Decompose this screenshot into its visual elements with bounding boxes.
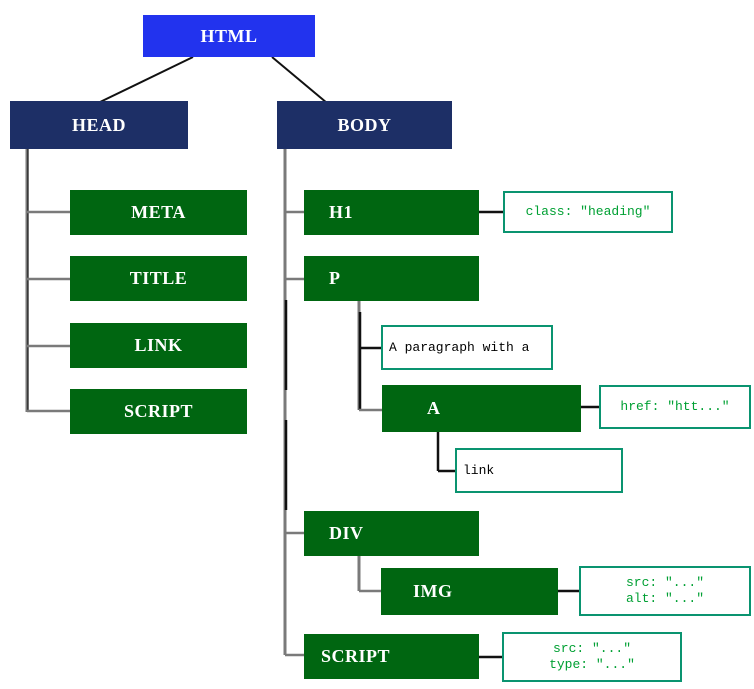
attr-box-script: src: "..." type: "..." (502, 632, 682, 682)
node-label: P (329, 268, 341, 288)
attr-line: type: "..." (549, 657, 635, 672)
node-label: HTML (200, 25, 258, 46)
attr-box-h1: class: "heading" (503, 191, 673, 233)
text-node-paragraph: A paragraph with a (381, 325, 553, 370)
attr-line: alt: "..." (625, 591, 704, 606)
attr-box-a: href: "htt..." (599, 385, 751, 429)
node-a[interactable]: A (382, 385, 581, 432)
node-label: A (427, 398, 441, 418)
text-node-link: link (455, 448, 623, 493)
node-head[interactable]: HEAD (10, 101, 188, 149)
node-body[interactable]: BODY (277, 101, 452, 149)
node-script-head[interactable]: SCRIPT (70, 389, 247, 434)
node-div[interactable]: DIV (304, 511, 479, 556)
node-link[interactable]: LINK (70, 323, 247, 368)
node-label: DIV (329, 523, 364, 543)
attr-line: src: "..." (552, 641, 631, 656)
node-script-body[interactable]: SCRIPT (304, 634, 479, 679)
node-label: H1 (329, 202, 354, 222)
node-label: LINK (134, 335, 183, 355)
node-p[interactable]: P (304, 256, 479, 301)
node-label: HEAD (71, 114, 126, 135)
node-title[interactable]: TITLE (70, 256, 247, 301)
node-label: SCRIPT (123, 401, 193, 421)
attr-line: href: "htt..." (620, 399, 730, 414)
node-meta[interactable]: META (70, 190, 247, 235)
text-node-value: link (463, 462, 495, 478)
attr-line: class: "heading" (525, 204, 651, 219)
node-h1[interactable]: H1 (304, 190, 479, 235)
node-label: BODY (337, 114, 392, 135)
node-label: META (131, 202, 186, 222)
attr-line: src: "..." (625, 575, 704, 590)
node-img[interactable]: IMG (381, 568, 558, 615)
node-html[interactable]: HTML (143, 15, 315, 57)
node-label: TITLE (129, 268, 188, 288)
node-label: SCRIPT (321, 646, 391, 666)
text-node-value: A paragraph with a (389, 339, 530, 355)
node-label: IMG (413, 581, 453, 601)
attr-box-img: src: "..." alt: "..." (579, 566, 751, 616)
